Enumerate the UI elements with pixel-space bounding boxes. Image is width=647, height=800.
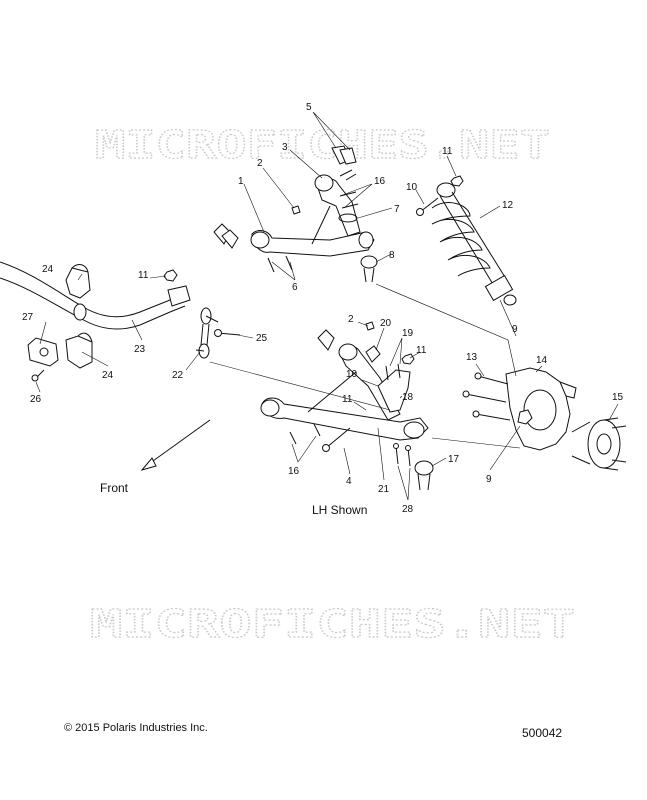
shock-mount-bracket (377, 369, 411, 413)
callout-16-upper: 16 (374, 176, 386, 187)
ball-joint-lower (414, 460, 434, 491)
callout-11-lower: 11 (416, 345, 427, 356)
callout-14: 14 (536, 355, 548, 366)
callout-11-left: 11 (138, 270, 149, 281)
callout-24-upper: 24 (42, 264, 54, 275)
callout-8: 8 (389, 250, 395, 261)
nut-9-lower (517, 409, 533, 425)
callout-26: 26 (30, 394, 42, 405)
watermark-top: MICROFICHES.NET (95, 123, 550, 167)
bolts-19 (385, 363, 401, 381)
callout-2-lower: 2 (348, 314, 354, 325)
watermark-bottom: MICROFICHES.NET (90, 602, 575, 646)
callout-15: 15 (612, 392, 624, 403)
lower-a-arm (260, 343, 429, 441)
callout-18: 18 (402, 392, 414, 403)
nut-2-lower (365, 321, 375, 331)
callouts: 5 3 2 16 1 7 8 6 11 10 12 24 11 23 27 24… (22, 102, 624, 515)
callout-19: 19 (402, 328, 414, 339)
bolts-28 (393, 443, 411, 467)
nut-11-shock (450, 175, 464, 187)
bolt-25 (214, 329, 241, 337)
wheel-hub (571, 417, 627, 471)
callout-16-lower: 16 (288, 466, 300, 477)
callout-7: 7 (394, 204, 400, 215)
callout-4: 4 (346, 476, 352, 487)
front-arrow (140, 419, 211, 471)
callout-3: 3 (282, 142, 288, 153)
bolts-16-upper (339, 191, 359, 209)
nut-11-left (163, 269, 178, 282)
callout-21: 21 (378, 484, 390, 495)
cam-brackets-upper (331, 145, 357, 165)
upper-a-arm (250, 169, 375, 257)
bushing-upper (65, 264, 91, 299)
stabilizer-bar (0, 261, 191, 330)
document-number: 500042 (522, 726, 563, 740)
cam-brackets-left (213, 223, 239, 249)
nut-11-lower (401, 353, 415, 365)
front-label: Front (100, 481, 129, 495)
callout-11-shock: 11 (442, 146, 453, 157)
callout-11-arm: 11 (342, 394, 353, 405)
view-label: LH Shown (312, 503, 367, 517)
callout-17: 17 (448, 454, 460, 465)
callout-28: 28 (402, 504, 414, 515)
callout-9-upper: 9 (512, 324, 518, 335)
callout-23: 23 (134, 344, 146, 355)
callout-24-lower: 24 (102, 370, 114, 381)
callout-13: 13 (466, 352, 478, 363)
bolt-10-shock (416, 197, 439, 216)
steering-knuckle (505, 367, 577, 451)
stabilizer-link (195, 307, 219, 359)
callout-6: 6 (292, 282, 298, 293)
bolts-6 (267, 255, 293, 273)
callout-20: 20 (380, 318, 392, 329)
callout-10-shock: 10 (406, 182, 418, 193)
callout-27: 27 (22, 312, 34, 323)
callout-2-upper: 2 (257, 158, 263, 169)
bolts-16-lower (289, 423, 321, 445)
bolt-26 (31, 369, 45, 382)
leader-lines (35, 111, 619, 501)
callout-12: 12 (502, 200, 514, 211)
ball-joint-upper (360, 255, 378, 283)
bolt-4 (322, 427, 351, 452)
callout-9-lower: 9 (486, 474, 492, 485)
shock-absorber (431, 182, 517, 306)
copyright-text: © 2015 Polaris Industries Inc. (64, 722, 208, 734)
o-ring-7 (338, 213, 358, 223)
clamp-and-bushing-lower (27, 332, 93, 369)
callout-22: 22 (172, 370, 184, 381)
callout-10-lower: 10 (346, 369, 358, 380)
callout-5: 5 (306, 102, 312, 113)
bolts-13 (462, 372, 511, 421)
callout-25: 25 (256, 333, 268, 344)
cam-brackets-lower (317, 329, 381, 363)
callout-1: 1 (238, 176, 244, 187)
